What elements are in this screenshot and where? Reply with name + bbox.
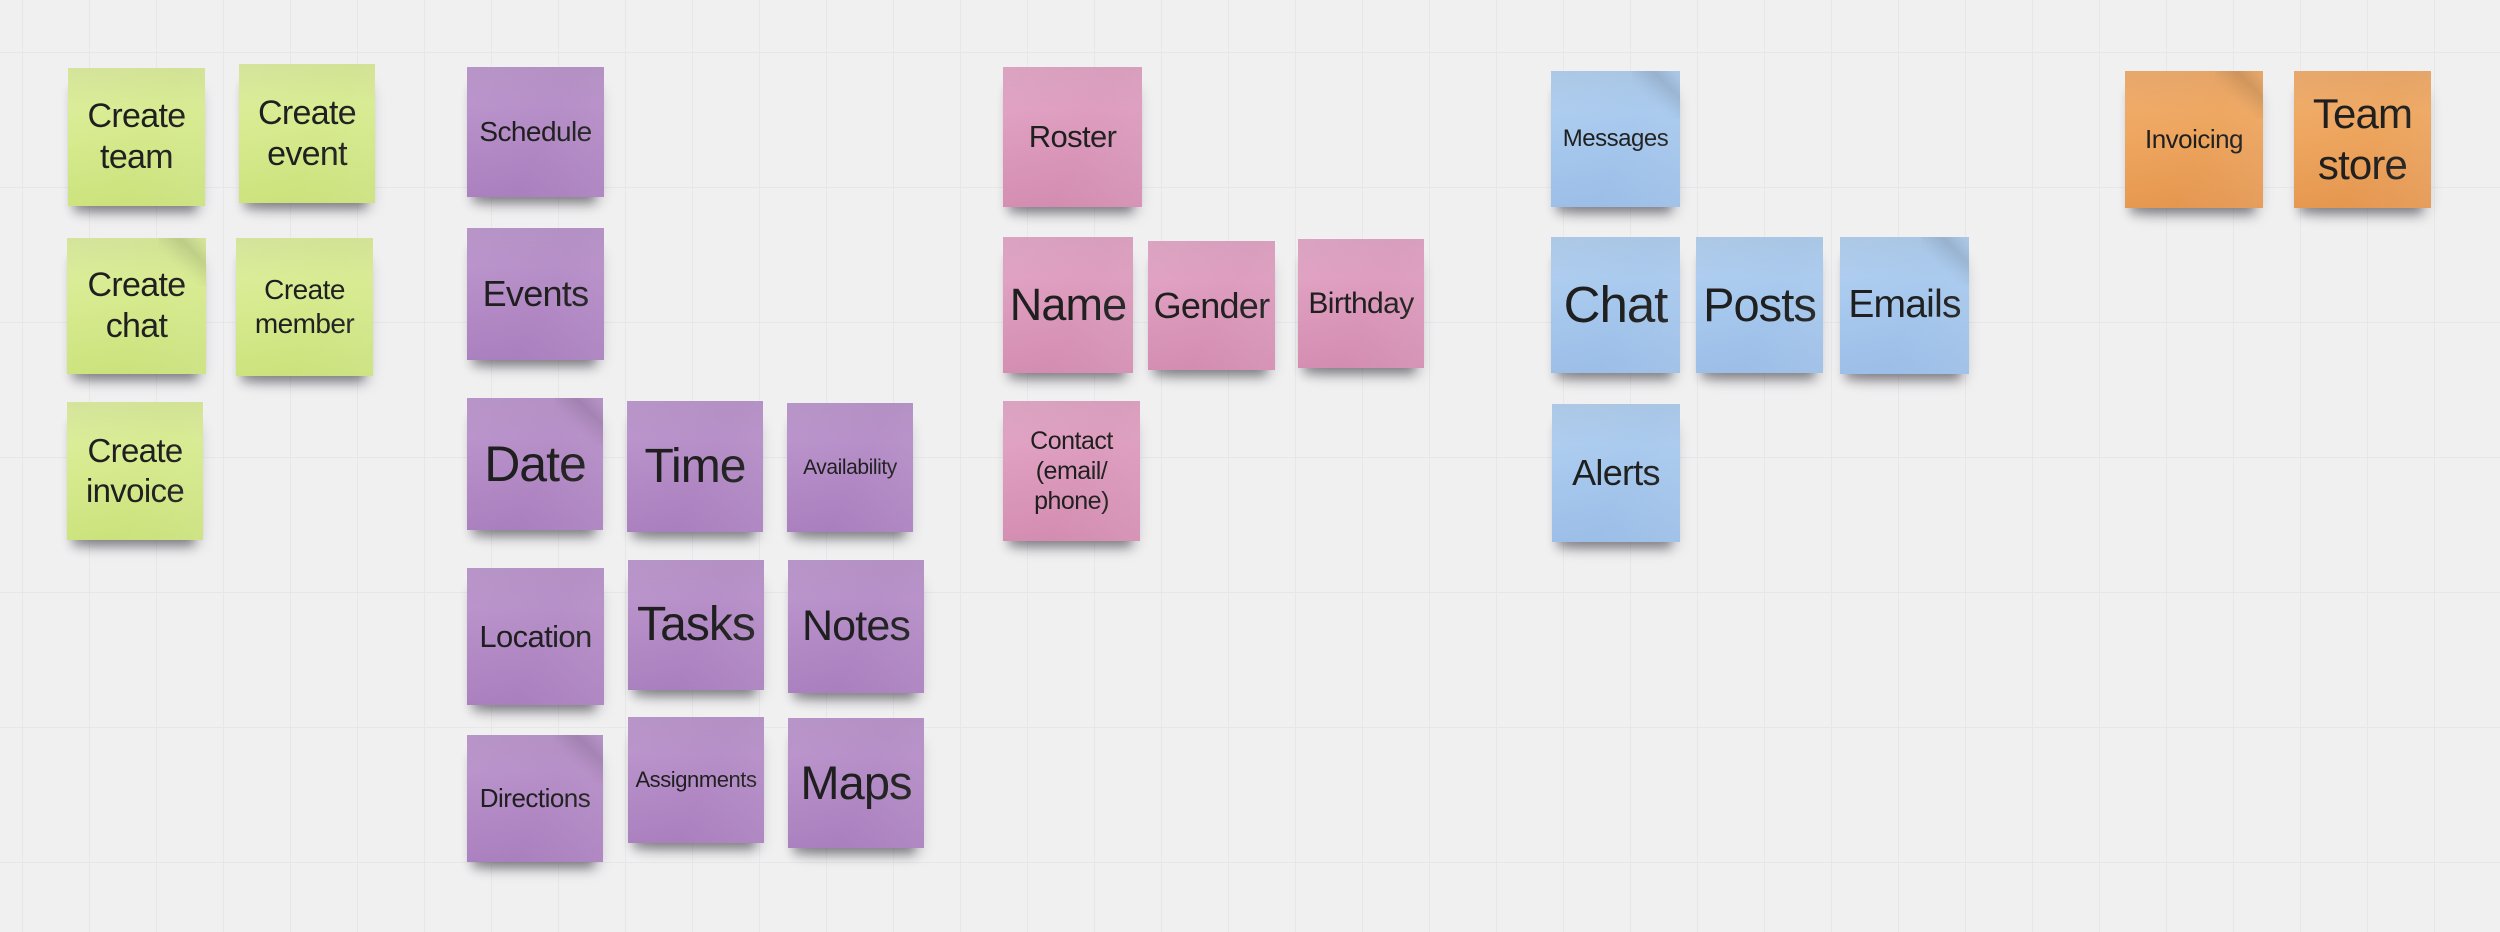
corner-fold-icon [555, 398, 603, 446]
sticky-note-label: Schedule [479, 116, 592, 148]
note-top-shading [628, 717, 764, 755]
sticky-note-label: Birthday [1308, 286, 1414, 320]
sticky-note-invoicing[interactable]: Invoicing [2125, 71, 2263, 208]
sticky-note-directions[interactable]: Directions [467, 735, 603, 862]
note-top-shading [467, 67, 604, 106]
sticky-note-chat[interactable]: Chat [1551, 237, 1680, 373]
corner-fold-icon [1632, 71, 1680, 119]
sticky-note-label: Availability [803, 455, 897, 479]
sticky-note-birthday[interactable]: Birthday [1298, 239, 1424, 368]
sticky-note-label: Time [644, 439, 746, 493]
note-top-shading [1696, 237, 1823, 278]
note-top-shading [467, 735, 603, 774]
sticky-note-label: Events [482, 273, 589, 315]
note-top-shading [1551, 237, 1680, 278]
corner-fold-icon [555, 735, 603, 783]
note-top-shading [467, 568, 604, 610]
sticky-note-label: Alerts [1572, 452, 1660, 494]
sticky-note-label: Location [479, 618, 592, 654]
corner-fold-icon [1921, 237, 1969, 285]
note-top-shading [1551, 71, 1680, 112]
sticky-note-label: Invoicing [2145, 123, 2243, 154]
sticky-note-create-team[interactable]: Create team [68, 68, 205, 206]
note-top-shading [628, 560, 764, 599]
sticky-note-label: Messages [1562, 124, 1669, 152]
sticky-note-label: Roster [1028, 119, 1117, 155]
note-top-shading [67, 402, 203, 444]
note-top-shading [1003, 67, 1142, 109]
sticky-note-tasks[interactable]: Tasks [628, 560, 764, 690]
note-top-shading [787, 403, 913, 442]
sticky-note-label: Tasks [637, 598, 756, 652]
sticky-note-label: Create chat [87, 266, 187, 345]
sticky-note-assignments[interactable]: Assignments [628, 717, 764, 843]
note-top-shading [627, 401, 763, 441]
sticky-note-posts[interactable]: Posts [1696, 237, 1823, 373]
sticky-note-label: Date [484, 436, 587, 492]
sticky-note-location[interactable]: Location [467, 568, 604, 705]
sticky-note-team-store[interactable]: Team store [2294, 71, 2431, 208]
sticky-note-label: Chat [1563, 276, 1669, 334]
sticky-note-time[interactable]: Time [627, 401, 763, 532]
sticky-note-label: Create invoice [85, 432, 185, 509]
sticky-note-create-chat[interactable]: Create chat [67, 238, 206, 374]
sticky-note-label: Assignments [635, 766, 757, 792]
sticky-note-notes[interactable]: Notes [788, 560, 924, 693]
sticky-note-label: Create team [87, 97, 187, 176]
sticky-note-label: Emails [1848, 283, 1961, 327]
note-top-shading [1148, 241, 1275, 280]
note-top-shading [467, 398, 603, 438]
sticky-note-maps[interactable]: Maps [788, 718, 924, 848]
note-top-shading [1298, 239, 1424, 278]
sticky-note-name[interactable]: Name [1003, 237, 1133, 373]
sticky-note-label: Posts [1703, 277, 1817, 331]
note-top-shading [2294, 71, 2431, 113]
sticky-note-alerts[interactable]: Alerts [1552, 404, 1680, 542]
sticky-note-create-member[interactable]: Create member [236, 238, 373, 376]
sticky-note-label: Team store [2312, 90, 2413, 188]
note-top-shading [467, 228, 604, 268]
sticky-note-label: Create event [258, 93, 357, 173]
note-top-shading [236, 238, 373, 280]
note-top-shading [1003, 237, 1133, 278]
note-top-shading [1840, 237, 1969, 279]
sticky-note-schedule[interactable]: Schedule [467, 67, 604, 197]
sticky-note-date[interactable]: Date [467, 398, 603, 530]
sticky-note-label: Create member [254, 274, 355, 339]
sticky-note-label: Gender [1153, 284, 1270, 326]
sticky-note-messages[interactable]: Messages [1551, 71, 1680, 207]
sticky-note-create-invoice[interactable]: Create invoice [67, 402, 203, 540]
sticky-note-contact[interactable]: Contact (email/ phone) [1003, 401, 1140, 541]
note-top-shading [1003, 401, 1140, 443]
sticky-note-label: Contact (email/ phone) [1030, 427, 1113, 515]
note-top-shading [68, 68, 205, 110]
corner-fold-icon [2215, 71, 2263, 119]
sticky-note-events[interactable]: Events [467, 228, 604, 360]
corner-fold-icon [158, 238, 206, 286]
note-top-shading [67, 238, 206, 279]
sticky-note-create-event[interactable]: Create event [239, 64, 375, 203]
sticky-note-label: Directions [479, 782, 591, 813]
note-top-shading [2125, 71, 2263, 113]
note-top-shading [788, 560, 924, 600]
note-top-shading [239, 64, 375, 106]
sticky-note-availability[interactable]: Availability [787, 403, 913, 532]
sticky-note-label: Name [1009, 279, 1127, 330]
note-top-shading [788, 718, 924, 757]
sticky-note-roster[interactable]: Roster [1003, 67, 1142, 207]
sticky-note-label: Maps [800, 755, 912, 809]
sticky-note-emails[interactable]: Emails [1840, 237, 1969, 374]
note-top-shading [1552, 404, 1680, 446]
sticky-note-gender[interactable]: Gender [1148, 241, 1275, 370]
sticky-note-label: Notes [801, 601, 911, 650]
